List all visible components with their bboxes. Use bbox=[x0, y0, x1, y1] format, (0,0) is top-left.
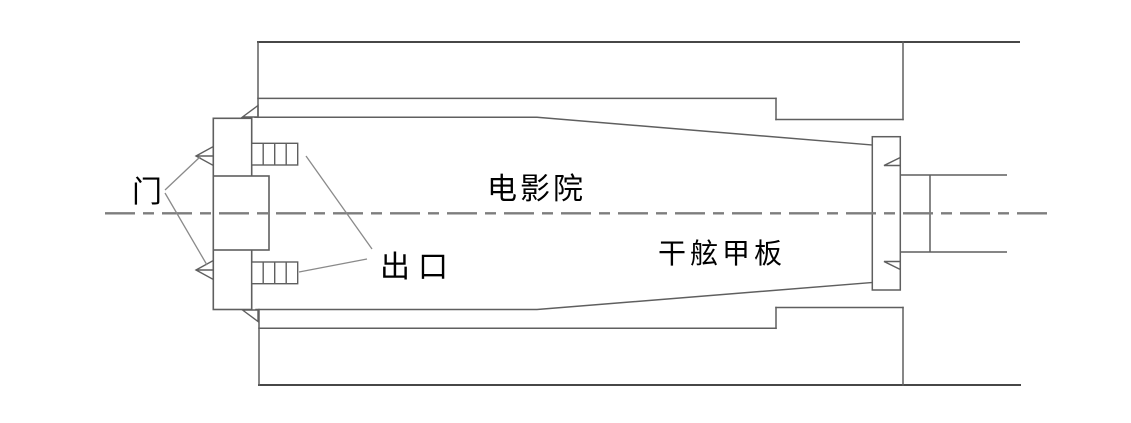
text-labels: 门 出口 电影院 干舷甲板 bbox=[132, 173, 786, 284]
door-leader-bottom bbox=[164, 192, 208, 266]
hull-bottom-profile bbox=[258, 306, 1021, 386]
door-wedge-deck-top bbox=[240, 104, 259, 118]
exit-ladders bbox=[250, 142, 299, 285]
cinema-boundary bbox=[254, 116, 874, 311]
leader-lines bbox=[164, 155, 373, 273]
door-symbols bbox=[194, 104, 901, 323]
door-wedge-trunk-top bbox=[883, 156, 901, 167]
exit-leader-top bbox=[305, 155, 373, 250]
exit-leader-bottom bbox=[298, 258, 368, 273]
cinema-ceiling-line bbox=[254, 116, 874, 146]
superstructure-top-profile bbox=[257, 41, 1020, 121]
door-leader-top bbox=[164, 155, 202, 191]
cinema-label: 电影院 bbox=[487, 173, 586, 206]
door-wedge-trunk-bottom bbox=[883, 260, 901, 271]
door-wedge-deck-bottom bbox=[240, 309, 259, 323]
exit-label: 出口 bbox=[380, 251, 456, 284]
cinema-floor-line bbox=[255, 281, 874, 311]
freeboard-deck-label: 干舷甲板 bbox=[658, 238, 786, 270]
door-label: 门 bbox=[132, 176, 162, 209]
